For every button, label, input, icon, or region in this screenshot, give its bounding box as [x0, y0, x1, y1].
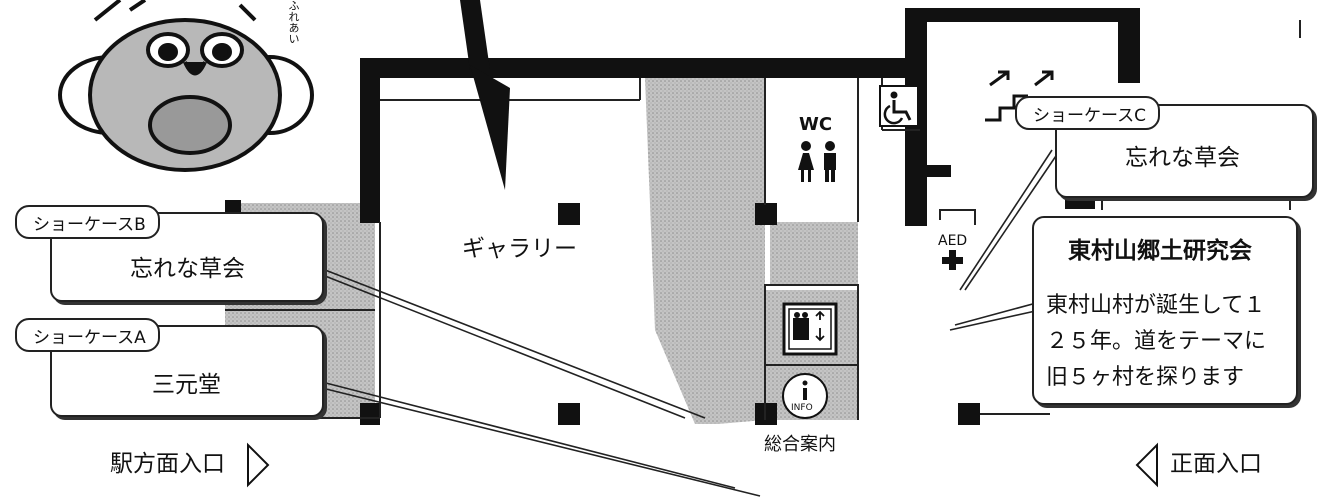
society-title: 東村山郷土研究会	[1068, 238, 1252, 264]
society-body-line: 東村山村が誕生して１	[1046, 293, 1266, 318]
aed-cross-icon	[942, 250, 963, 270]
corridor-hatch-strip	[770, 222, 858, 285]
showcase-c-name: 忘れな草会	[1125, 145, 1240, 171]
toilet-icon	[798, 141, 836, 182]
info-desk-label: 総合案内	[764, 434, 836, 455]
wc-label: WC	[799, 114, 833, 135]
showcase-a-name: 三元堂	[152, 372, 221, 398]
info-icon	[782, 373, 828, 419]
main-entrance-label: 正面入口	[1170, 451, 1262, 477]
society-box	[1032, 216, 1298, 405]
mascot-side-text: ふれあい	[287, 0, 300, 44]
showcase-b-tab: ショーケースB	[15, 205, 160, 239]
elevator-icon	[782, 302, 838, 356]
stairs-icon	[985, 70, 1054, 122]
info-icon-label: INFO	[791, 403, 813, 413]
mascot-illustration	[58, 0, 314, 172]
left-triangle-icon	[1135, 442, 1158, 488]
pointer-arrow-icon	[460, 0, 510, 190]
station-entrance-label: 駅方面入口	[110, 451, 225, 477]
gallery-label: ギャラリー	[462, 236, 577, 262]
society-body-line: ２５年。道をテーマに	[1046, 329, 1267, 354]
showcase-c-tab: ショーケースC	[1015, 96, 1161, 130]
right-triangle-icon	[247, 442, 270, 488]
showcase-b-name: 忘れな草会	[130, 256, 245, 282]
wheelchair-icon	[879, 85, 919, 127]
society-body-line: 旧５ヶ村を探ります	[1046, 365, 1245, 390]
showcase-a-tab: ショーケースA	[15, 318, 160, 352]
aed-label: AED	[938, 233, 968, 249]
